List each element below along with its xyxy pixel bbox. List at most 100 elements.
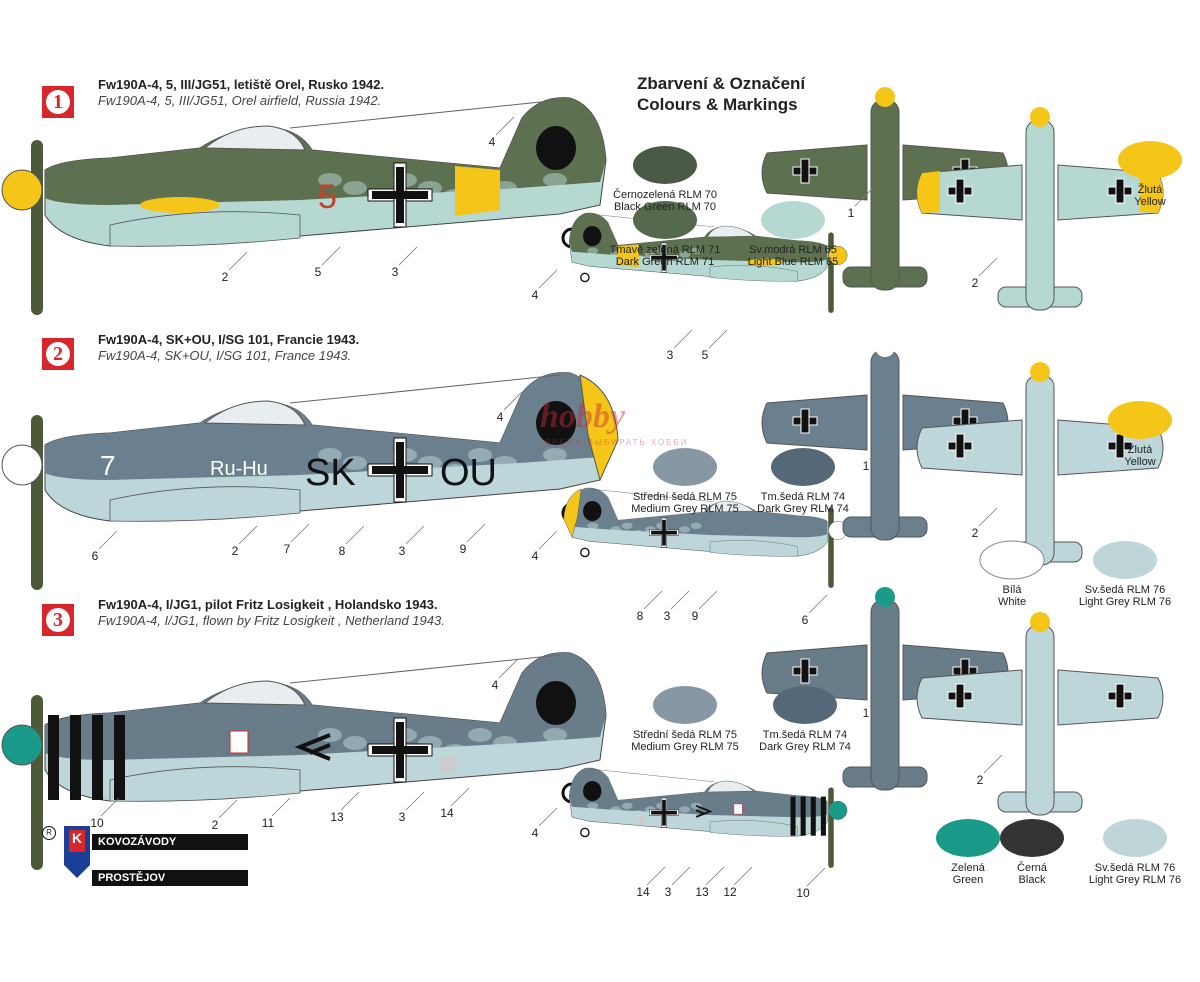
callout-number: 1	[862, 459, 870, 473]
yellow-rudder	[579, 374, 619, 482]
leader-line	[854, 187, 874, 207]
callout-number: 9	[691, 609, 699, 623]
chevron-marking	[695, 804, 713, 818]
mottle	[610, 526, 622, 533]
leader-line	[321, 246, 341, 266]
leader-line	[538, 530, 558, 550]
bottom-view-1	[916, 107, 1164, 311]
grey-disc	[439, 756, 457, 774]
yellow-cowling-underside	[140, 197, 220, 213]
callout-number: 8	[636, 609, 644, 623]
mottle	[493, 736, 517, 750]
leader-line	[538, 269, 558, 289]
logo-line2: PROSTĚJOV	[92, 870, 248, 886]
fuselage-number: 5	[318, 178, 337, 216]
propeller	[31, 695, 43, 870]
yellow-cowling-underside	[746, 258, 784, 266]
wing-root	[109, 211, 301, 247]
tail-wheel	[580, 547, 590, 558]
callout-number: 14	[440, 806, 454, 820]
callout-number: 4	[531, 288, 539, 302]
leader-line	[100, 797, 120, 817]
color-swatch	[653, 448, 717, 486]
swatch-name-en: Dark Grey RLM 74	[757, 503, 849, 515]
tail-wheel	[580, 272, 590, 283]
fin-marking	[583, 225, 602, 247]
callout-number: 2	[231, 544, 239, 558]
antenna-wire	[289, 374, 561, 404]
nose-stripe	[92, 715, 103, 800]
mottle	[633, 529, 645, 537]
swatch-name-cz: Černozelená RLM 70	[613, 189, 717, 201]
mottle	[443, 464, 467, 478]
antenna-wire	[590, 768, 715, 783]
callout-number: 5	[314, 265, 322, 279]
color-swatch	[936, 819, 1000, 857]
watermark: hobby	[540, 398, 625, 435]
mottle	[518, 744, 542, 758]
spinner	[828, 800, 848, 820]
mottle	[443, 744, 467, 758]
callout-number: 2	[971, 276, 979, 290]
cross-v	[800, 158, 810, 184]
leader-line	[405, 791, 425, 811]
mottle	[318, 173, 342, 187]
small-profile-3	[569, 767, 848, 868]
swatch-name-en: Black	[1018, 874, 1046, 886]
callout-number: 2	[971, 526, 979, 540]
swatch-name-cz: Tm.šedá RLM 74	[760, 491, 846, 503]
heading-en: Colours & Markings	[637, 95, 798, 114]
mottle	[598, 809, 610, 817]
grey-disc	[637, 815, 647, 824]
leader-line	[345, 525, 365, 545]
leader-line	[398, 246, 418, 266]
swatch-name-en: Light Grey RLM 76	[1078, 596, 1172, 608]
wings	[916, 669, 1164, 726]
mottle	[679, 526, 691, 533]
color-swatch	[633, 146, 697, 184]
callout-number: 14	[636, 885, 650, 899]
callout-number: 3	[391, 265, 399, 279]
chevron-marking	[294, 733, 331, 761]
spinner	[875, 87, 895, 107]
leader-line	[450, 787, 470, 807]
swatch-name-cz: Sv.modrá RLM 65	[749, 244, 837, 256]
mottle	[633, 809, 645, 817]
scheme-2-subtitle: Fw190A-4, SK+OU, I/SG 101, France 1943.	[98, 348, 352, 363]
callout-number: 10	[796, 886, 810, 900]
fuselage-upper-camouflage	[45, 372, 606, 480]
mottle	[518, 189, 542, 203]
callout-number: 11	[261, 816, 275, 830]
fuselage	[870, 599, 900, 791]
balkenkreuz-core-v	[396, 722, 404, 778]
leader-line	[978, 257, 998, 277]
color-swatch	[773, 686, 837, 724]
color-swatch	[979, 540, 1045, 580]
nose-stripe	[70, 715, 81, 800]
leader-line	[671, 866, 691, 886]
mottle	[543, 448, 567, 462]
swatch-name-en: Green	[952, 874, 984, 886]
color-swatch	[1108, 401, 1172, 439]
callout-number: 13	[695, 885, 709, 899]
wing-root	[709, 540, 798, 557]
fuselage-upper-camouflage	[569, 487, 828, 538]
heading-cz: Zbarvení & Označení	[637, 74, 806, 93]
canopy	[707, 500, 755, 513]
mottle	[343, 456, 367, 470]
logo-line1: KOVOZÁVODY	[92, 834, 248, 850]
cross-v	[955, 178, 965, 204]
spinner	[1030, 612, 1050, 632]
spinner	[1, 169, 43, 211]
small-profile-2	[563, 487, 848, 588]
swatch-name-cz: Tm.šedá RLM 74	[762, 729, 848, 741]
leader-line	[708, 329, 728, 349]
canopy	[707, 225, 755, 238]
